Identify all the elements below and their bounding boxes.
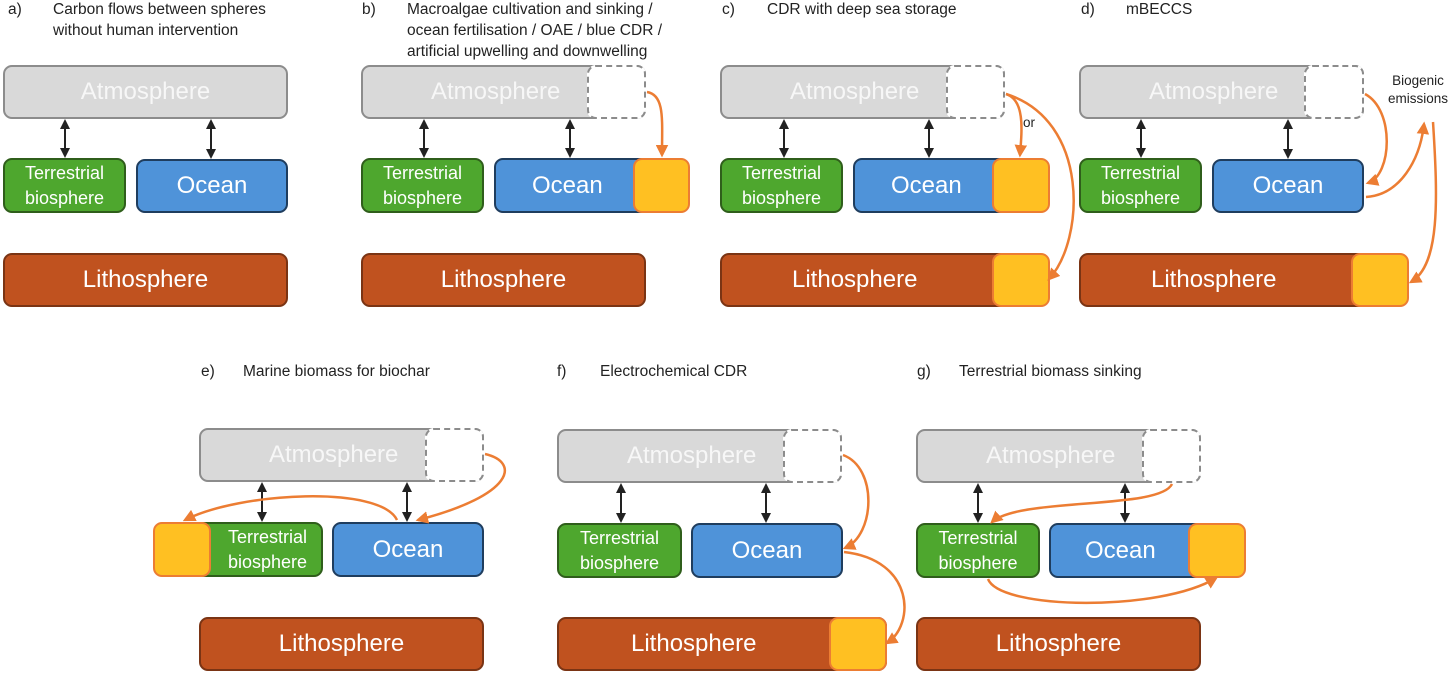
lithosphere-box: Lithosphere bbox=[720, 253, 1030, 307]
or-annotation: or bbox=[1023, 115, 1036, 130]
panel-title-line: CDR with deep sea storage bbox=[767, 1, 957, 18]
panel-title-line: without human intervention bbox=[53, 22, 239, 39]
removed-carbon-placeholder bbox=[425, 428, 484, 482]
terrestrial-biosphere-box: Terrestrial biosphere bbox=[361, 158, 484, 213]
terrestrial-label-1: Terrestrial bbox=[382, 162, 462, 183]
atmosphere-label: Atmosphere bbox=[1149, 78, 1279, 105]
atmosphere-label: Atmosphere bbox=[790, 78, 920, 105]
cdr-flow-arrow bbox=[990, 483, 1174, 524]
panel-title-line: Terrestrial biomass sinking bbox=[959, 363, 1142, 380]
cdr-flow-arrow bbox=[842, 453, 870, 550]
lithosphere-box: Lithosphere bbox=[361, 253, 646, 307]
cdr-flow-arrow bbox=[1365, 121, 1430, 199]
biochar-storage-box bbox=[153, 522, 211, 577]
terrestrial-label-1: Terrestrial bbox=[741, 162, 821, 183]
terrestrial-biosphere-box: Terrestrial biosphere bbox=[190, 522, 323, 577]
ocean-box: Ocean bbox=[332, 522, 484, 577]
terrestrial-label-1: Terrestrial bbox=[938, 527, 1018, 548]
lithosphere-label: Lithosphere bbox=[792, 266, 918, 293]
panel-title-line: Carbon flows between spheres bbox=[53, 1, 266, 18]
panel-title-line: artificial upwelling and downwelling bbox=[407, 43, 648, 60]
terrestrial-biosphere-box: Terrestrial biosphere bbox=[916, 523, 1040, 578]
panel-label: f) bbox=[557, 363, 567, 380]
ocean-box: Ocean bbox=[136, 159, 288, 213]
lithosphere-storage-box bbox=[992, 253, 1050, 307]
ocean-box: Ocean bbox=[691, 523, 843, 578]
panel-label: c) bbox=[722, 1, 735, 18]
ocean-storage-box bbox=[1188, 523, 1246, 578]
terrestrial-label-1: Terrestrial bbox=[1100, 162, 1180, 183]
lithosphere-label: Lithosphere bbox=[631, 630, 757, 657]
terrestrial-label-1: Terrestrial bbox=[24, 162, 104, 183]
lithosphere-storage-box bbox=[829, 617, 887, 671]
lithosphere-box: Lithosphere bbox=[916, 617, 1201, 671]
terrestrial-label-2: biosphere bbox=[227, 551, 307, 572]
lithosphere-storage-box bbox=[1351, 253, 1409, 307]
removed-carbon-placeholder bbox=[1304, 65, 1364, 119]
terrestrial-label-2: biosphere bbox=[938, 552, 1018, 573]
panel-title-line: mBECCS bbox=[1126, 1, 1193, 18]
terrestrial-label-2: biosphere bbox=[24, 187, 105, 208]
removed-carbon-placeholder bbox=[1142, 429, 1201, 483]
cdr-flow-arrow bbox=[1005, 92, 1028, 158]
cdr-flow-arrow bbox=[646, 90, 669, 158]
panel-label: a) bbox=[8, 1, 22, 18]
terrestrial-label-2: biosphere bbox=[741, 187, 822, 208]
ocean-box: Ocean bbox=[853, 158, 1013, 213]
panel-label: g) bbox=[917, 363, 931, 380]
removed-carbon-placeholder bbox=[783, 429, 842, 483]
ocean-label: Ocean bbox=[1085, 536, 1156, 564]
terrestrial-label-2: biosphere bbox=[1100, 187, 1181, 208]
lithosphere-box: Lithosphere bbox=[1079, 253, 1389, 307]
terrestrial-label-2: biosphere bbox=[382, 187, 463, 208]
annotation-line: emissions bbox=[1387, 91, 1449, 106]
lithosphere-box: Lithosphere bbox=[199, 617, 484, 671]
panel-label: b) bbox=[362, 1, 376, 18]
terrestrial-label-2: biosphere bbox=[579, 552, 660, 573]
cdr-flow-arrow bbox=[182, 495, 399, 522]
atmosphere-label: Atmosphere bbox=[269, 441, 399, 468]
panel-title-line: Electrochemical CDR bbox=[600, 363, 748, 380]
ocean-storage-box bbox=[633, 158, 690, 213]
panel-title-line: Macroalgae cultivation and sinking / bbox=[407, 1, 653, 18]
terrestrial-biosphere-box: Terrestrial biosphere bbox=[1079, 158, 1202, 213]
panel-label: d) bbox=[1081, 1, 1095, 18]
atmosphere-label: Atmosphere bbox=[986, 442, 1116, 469]
removed-carbon-placeholder bbox=[587, 65, 646, 119]
lithosphere-label: Lithosphere bbox=[1151, 266, 1277, 293]
panel-title-line: ocean fertilisation / OAE / blue CDR / bbox=[407, 22, 663, 39]
ocean-box: Ocean bbox=[494, 158, 654, 213]
cdr-flow-arrow bbox=[986, 576, 1219, 605]
biogenic-emissions-annotation: Biogenic emissions bbox=[1380, 72, 1456, 108]
lithosphere-box: Lithosphere bbox=[3, 253, 288, 307]
terrestrial-biosphere-box: Terrestrial biosphere bbox=[720, 158, 843, 213]
annotation-line: Biogenic bbox=[1392, 73, 1444, 88]
ocean-label: Ocean bbox=[891, 171, 962, 199]
ocean-label: Ocean bbox=[532, 171, 603, 199]
atmosphere-box: Atmosphere bbox=[3, 65, 288, 119]
terrestrial-biosphere-box: Terrestrial biosphere bbox=[3, 158, 126, 213]
ocean-box: Ocean bbox=[1212, 159, 1364, 213]
ocean-storage-box bbox=[992, 158, 1050, 213]
panel-title-line: Marine biomass for biochar bbox=[243, 363, 430, 380]
atmosphere-label: Atmosphere bbox=[627, 442, 757, 469]
terrestrial-biosphere-box: Terrestrial biosphere bbox=[557, 523, 682, 578]
panel-label: e) bbox=[201, 363, 215, 380]
terrestrial-label-1: Terrestrial bbox=[227, 526, 307, 547]
terrestrial-label-1: Terrestrial bbox=[579, 527, 659, 548]
removed-carbon-placeholder bbox=[946, 65, 1005, 119]
cdr-flow-arrow bbox=[1408, 121, 1438, 284]
atmosphere-label: Atmosphere bbox=[431, 78, 561, 105]
